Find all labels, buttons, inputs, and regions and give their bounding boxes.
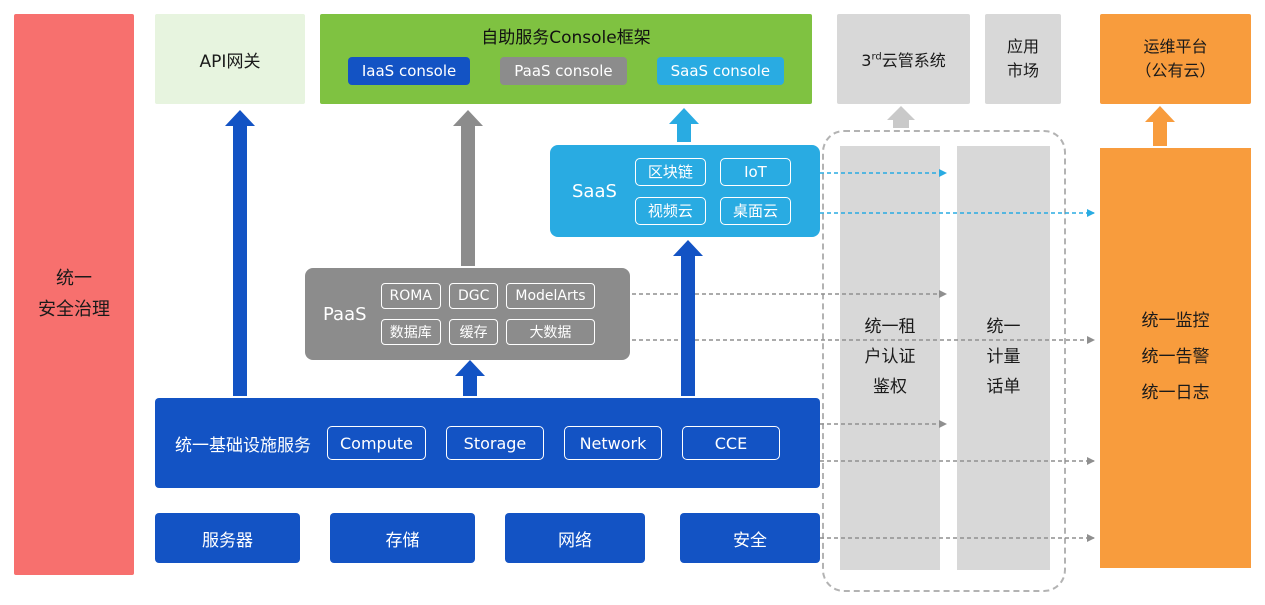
infrastructure-label: 统一基础设施服务: [175, 435, 311, 456]
iot-chip: IoT: [719, 157, 791, 186]
app-market-box: 应用 市场: [985, 14, 1061, 104]
server-box: 服务器: [155, 513, 300, 563]
paas-console-chip: PaaS console: [500, 57, 627, 85]
desktop-cloud-chip: 桌面云: [719, 196, 791, 225]
shared-services-dashed-container: [822, 130, 1066, 592]
arrow-monitor-to-om-platform: [1145, 106, 1175, 146]
arrow-infra-to-paas: [455, 360, 485, 396]
iaas-console-chip: IaaS console: [347, 57, 471, 85]
bigdata-chip: 大数据: [506, 319, 595, 345]
saas-box: SaaS 区块链 IoT 视频云 桌面云: [550, 145, 820, 237]
modelarts-chip: ModelArts: [506, 283, 595, 309]
cce-chip: CCE: [681, 426, 780, 460]
infrastructure-chip-row: Compute Storage Network CCE: [327, 426, 780, 460]
saas-chip-grid: 区块链 IoT 视频云 桌面云: [634, 157, 791, 225]
console-framework-title: 自助服务Console框架: [481, 28, 651, 48]
paas-label: PaaS: [323, 303, 367, 325]
api-gateway-box: API网关: [155, 14, 305, 104]
blockchain-chip: 区块链: [634, 157, 706, 186]
arrow-infra-to-api-gateway: [225, 110, 255, 396]
roma-chip: ROMA: [380, 283, 441, 309]
console-framework-box: 自助服务Console框架 IaaS console PaaS console …: [320, 14, 812, 104]
third-cloud-label: 3rd云管系统: [861, 51, 946, 70]
infrastructure-box: 统一基础设施服务 Compute Storage Network CCE: [155, 398, 820, 488]
monitor-alarm-log-box: 统一监控 统一告警 统一日志: [1100, 148, 1251, 568]
saas-console-chip: SaaS console: [656, 57, 785, 85]
tenant-auth-bar: 统一租 户认证 鉴权: [840, 146, 940, 570]
cache-chip: 缓存: [448, 319, 499, 345]
saas-label: SaaS: [572, 180, 617, 202]
paas-chip-grid: ROMA DGC ModelArts 数据库 缓存 大数据: [380, 283, 595, 345]
compute-chip: Compute: [327, 426, 426, 460]
third-party-cloud-mgmt-box: 3rd云管系统: [837, 14, 970, 104]
metering-bar: 统一 计量 话单: [957, 146, 1050, 570]
network-chip: Network: [563, 426, 662, 460]
arrow-saas-to-console: [669, 108, 699, 142]
paas-box: PaaS ROMA DGC ModelArts 数据库 缓存 大数据: [305, 268, 630, 360]
arrow-paas-to-console: [453, 110, 483, 266]
om-platform-box: 运维平台 （公有云）: [1100, 14, 1251, 104]
security-box: 安全: [680, 513, 820, 563]
database-chip: 数据库: [380, 319, 441, 345]
arrow-infra-to-saas: [673, 240, 703, 396]
storage-box: 存储: [330, 513, 475, 563]
dgc-chip: DGC: [448, 283, 499, 309]
network-box: 网络: [505, 513, 645, 563]
arrow-container-to-third-cloud: [887, 106, 915, 128]
console-chip-row: IaaS console PaaS console SaaS console: [347, 57, 785, 85]
security-governance-bar: 统一 安全治理: [14, 14, 134, 575]
video-cloud-chip: 视频云: [634, 196, 706, 225]
storage-chip: Storage: [445, 426, 544, 460]
